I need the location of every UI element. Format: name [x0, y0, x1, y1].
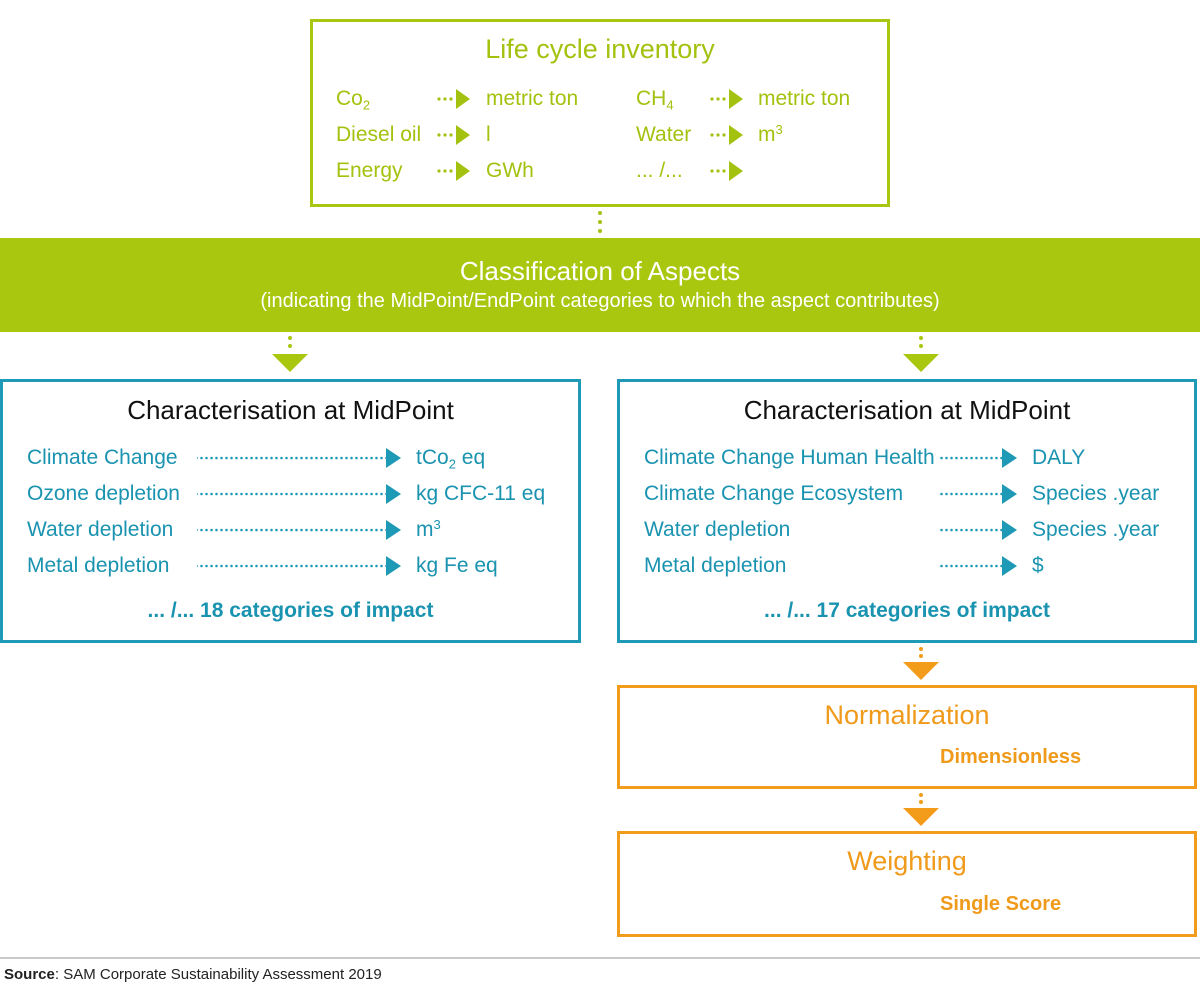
down-arrow-icon	[272, 336, 308, 372]
inventory-item-diesel: Diesel oil	[336, 123, 422, 146]
midpoint-left-box	[0, 379, 581, 643]
source-note: Source: SAM Corporate Sustainability Ass…	[4, 966, 382, 983]
down-arrow-icon	[903, 647, 939, 680]
midpoint-right-category: Metal depletion	[644, 554, 787, 577]
normalization-title: Normalization	[824, 700, 990, 730]
arrow-icon	[197, 484, 401, 504]
inventory-unit-ch4: metric ton	[758, 87, 851, 110]
midpoint-right-title: Characterisation at MidPoint	[743, 395, 1071, 425]
midpoint-right-category: Climate Change Human Health	[644, 446, 935, 469]
arrow-icon	[437, 125, 470, 145]
arrow-icon	[437, 161, 470, 181]
midpoint-left-category: Metal depletion	[27, 554, 170, 577]
inventory-item-water: Water	[636, 123, 692, 146]
inventory-item-co2: Co2	[336, 87, 371, 113]
midpoint-right-unit: Species .year	[1032, 482, 1160, 505]
inventory-item-energy: Energy	[336, 159, 403, 182]
midpoint-right-box	[617, 379, 1197, 643]
midpoint-left-category: Climate Change	[27, 446, 178, 469]
midpoint-left-category: Ozone depletion	[27, 482, 180, 505]
midpoint-right-unit: $	[1032, 554, 1044, 577]
divider	[0, 957, 1200, 959]
midpoint-left-unit: kg CFC-11 eq	[416, 482, 546, 505]
arrow-icon	[940, 556, 1017, 576]
arrow-icon	[710, 89, 743, 109]
down-arrow-icon	[903, 793, 939, 826]
weighting-box	[617, 831, 1197, 937]
midpoint-left-category: Water depletion	[27, 518, 174, 541]
arrow-icon	[940, 520, 1017, 540]
midpoint-right-unit: DALY	[1032, 446, 1086, 469]
inventory-unit-energy: GWh	[486, 159, 534, 182]
classification-title: Classification of Aspects	[459, 256, 741, 286]
inventory-unit-diesel: l	[486, 123, 491, 146]
arrow-icon	[710, 125, 743, 145]
classification-band	[0, 238, 1200, 332]
weighting-title: Weighting	[847, 846, 967, 876]
midpoint-left-footer: ... /... 18 categories of impact	[147, 599, 434, 622]
inventory-item-more: ... /...	[636, 159, 683, 182]
inventory-item-ch4: CH4	[636, 87, 674, 113]
arrow-icon	[940, 448, 1017, 468]
inventory-unit-water: m3	[758, 121, 783, 146]
weighting-subtitle: Single Score	[940, 893, 1062, 915]
midpoint-left-title: Characterisation at MidPoint	[127, 395, 454, 425]
midpoint-left-unit: m3	[416, 516, 441, 541]
arrow-icon	[710, 161, 743, 181]
arrow-icon	[940, 484, 1017, 504]
arrow-icon	[197, 448, 401, 468]
down-arrow-icon	[903, 336, 939, 372]
midpoint-right-footer: ... /... 17 categories of impact	[764, 599, 1050, 622]
normalization-box	[617, 685, 1197, 789]
inventory-unit-co2: metric ton	[486, 87, 579, 110]
classification-subtitle: (indicating the MidPoint/EndPoint catego…	[260, 290, 940, 312]
arrow-icon	[197, 556, 401, 576]
midpoint-left-unit: kg Fe eq	[416, 554, 498, 577]
normalization-subtitle: Dimensionless	[940, 746, 1082, 768]
midpoint-left-unit: tCo2 eq	[416, 446, 486, 472]
inventory-title: Life cycle inventory	[485, 34, 715, 64]
arrow-icon	[197, 520, 401, 540]
inventory-box	[310, 19, 890, 207]
connector-dots-icon	[598, 211, 602, 233]
midpoint-right-category: Climate Change Ecosystem	[644, 482, 904, 505]
arrow-icon	[437, 89, 470, 109]
midpoint-right-unit: Species .year	[1032, 518, 1160, 541]
midpoint-right-category: Water depletion	[644, 518, 791, 541]
